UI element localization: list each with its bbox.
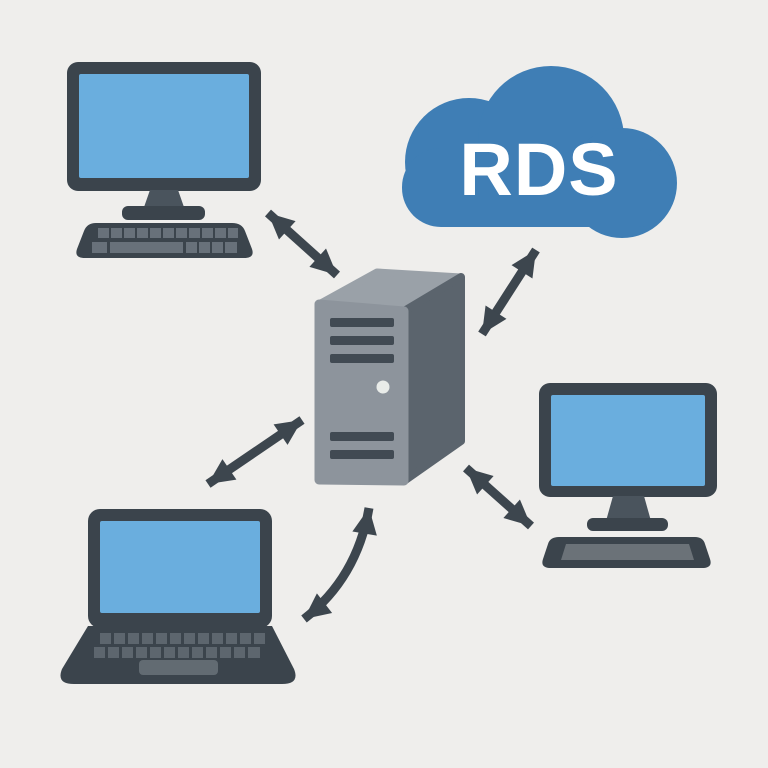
desktop-monitor-base [122,206,205,220]
desktop-keyboard-keys [92,228,238,253]
desktop-monitor-screen [79,74,249,178]
laptop-keyboard-keys [94,633,265,658]
desktop-computer-icon [67,62,261,258]
arrow-server-laptop-curved [301,507,377,623]
rds-cloud-icon: RDS [402,66,677,238]
laptop-icon [60,509,296,684]
laptop-screen [100,521,260,613]
server-side-face [400,273,465,485]
cloud-label: RDS [459,128,618,211]
server-tower-icon [314,268,465,486]
server-vents [330,318,394,459]
desktop-monitor-neck [143,190,185,210]
laptop-trackpad [139,660,218,675]
monitor-screen [551,395,705,486]
monitor-keyboard-inner [561,544,694,560]
arrow-server-monitor [463,464,534,530]
arrow-desktop-server [264,209,341,279]
connection-arrows [205,209,540,623]
monitor-neck [606,496,651,521]
monitor-workstation-icon [539,383,717,568]
arrow-laptop-server [205,416,305,488]
arrow-server-cloud [478,247,540,337]
monitor-base [587,518,668,531]
server-power-button [376,380,390,394]
cloud-body [402,148,676,227]
